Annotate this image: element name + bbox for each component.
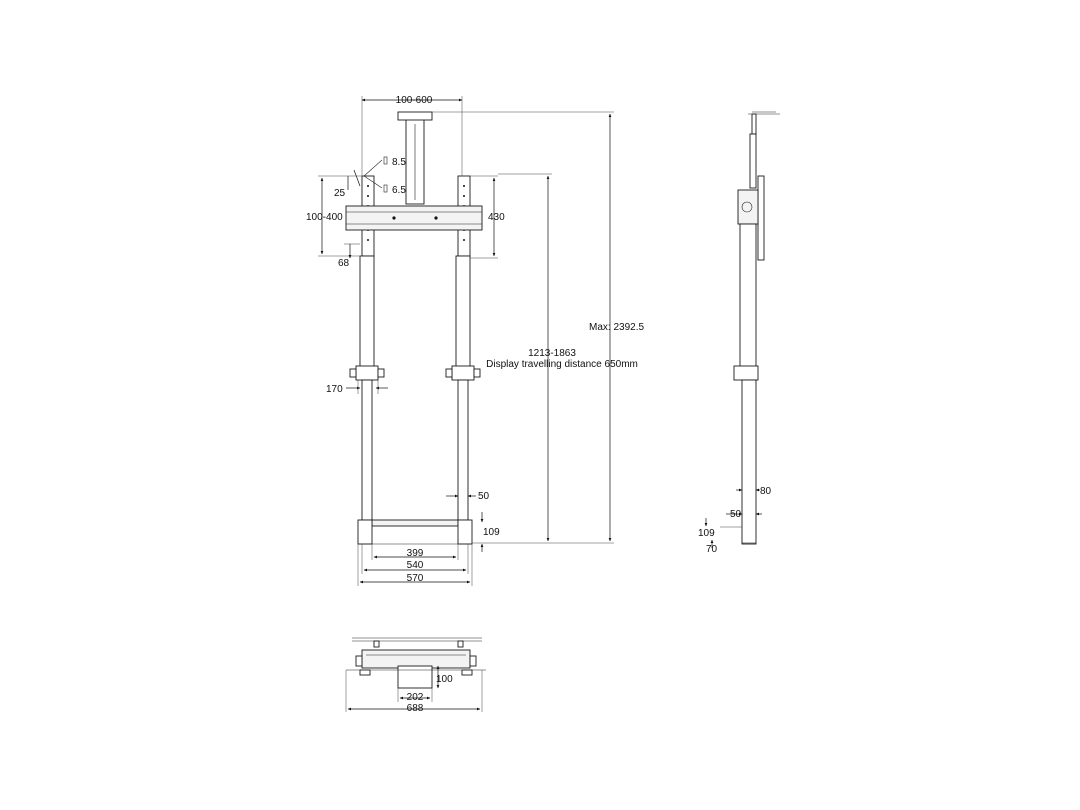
mounting-rail [345, 205, 483, 231]
dim-vesa-height: 100-400 [306, 212, 343, 223]
foot-right [457, 519, 473, 545]
hole-round-icon [383, 184, 388, 193]
column-right-upper [455, 255, 471, 371]
top-rail [361, 649, 471, 669]
dim-bracket-offset: 68 [338, 258, 350, 269]
dim-plate-depth: 100 [436, 674, 453, 685]
clamp-left [355, 365, 379, 381]
side-display-plate [757, 175, 765, 261]
side-clamp [733, 365, 759, 381]
side-mount-head [737, 189, 759, 225]
top-view: 100 202 688 [345, 637, 486, 714]
dim-clamp-width: 170 [326, 384, 343, 395]
dim-inner-width: 399 [407, 548, 424, 559]
top-plate [397, 665, 433, 689]
dim-bracket-height: 430 [488, 212, 505, 223]
dim-base-width-mid: 540 [407, 560, 424, 571]
dim-foot-depth: 70 [706, 544, 718, 555]
dim-height-range: 1213-1863 [528, 348, 576, 359]
side-view: 80 50 109 70 [698, 111, 780, 555]
dim-hole-small: 6.5 [392, 185, 406, 196]
side-column-lower [741, 379, 757, 545]
dim-column-width: 50 [478, 491, 490, 502]
dim-slot-offset: 25 [334, 188, 346, 199]
top-cap [397, 111, 433, 121]
dim-vesa-width: 100-600 [396, 95, 433, 106]
dim-max-height: Max: 2392.5 [589, 322, 644, 333]
column-left-upper [359, 255, 375, 371]
dim-hole-large: 8.5 [392, 157, 406, 168]
column-left-lower [361, 379, 373, 521]
travel-note: Display travelling distance 650mm [486, 359, 638, 370]
dim-base-height: 109 [483, 527, 500, 538]
dim-overall-width: 688 [407, 703, 424, 714]
base-crossbar [371, 519, 459, 527]
foot-left [357, 519, 373, 545]
dim-foot-width: 50 [730, 509, 742, 520]
hole-slot-icon [383, 156, 388, 165]
dim-column-depth: 80 [760, 486, 772, 497]
column-right-lower [457, 379, 469, 521]
clamp-right [451, 365, 475, 381]
dim-foot-height: 109 [698, 528, 715, 539]
side-column-upper [739, 223, 757, 369]
dim-plate-width: 202 [407, 692, 424, 703]
dim-base-width-outer: 570 [407, 573, 424, 584]
front-view: 100-600 8.5 6.5 25 100-400 68 430 170 [306, 95, 644, 586]
side-top-tube [751, 113, 757, 135]
